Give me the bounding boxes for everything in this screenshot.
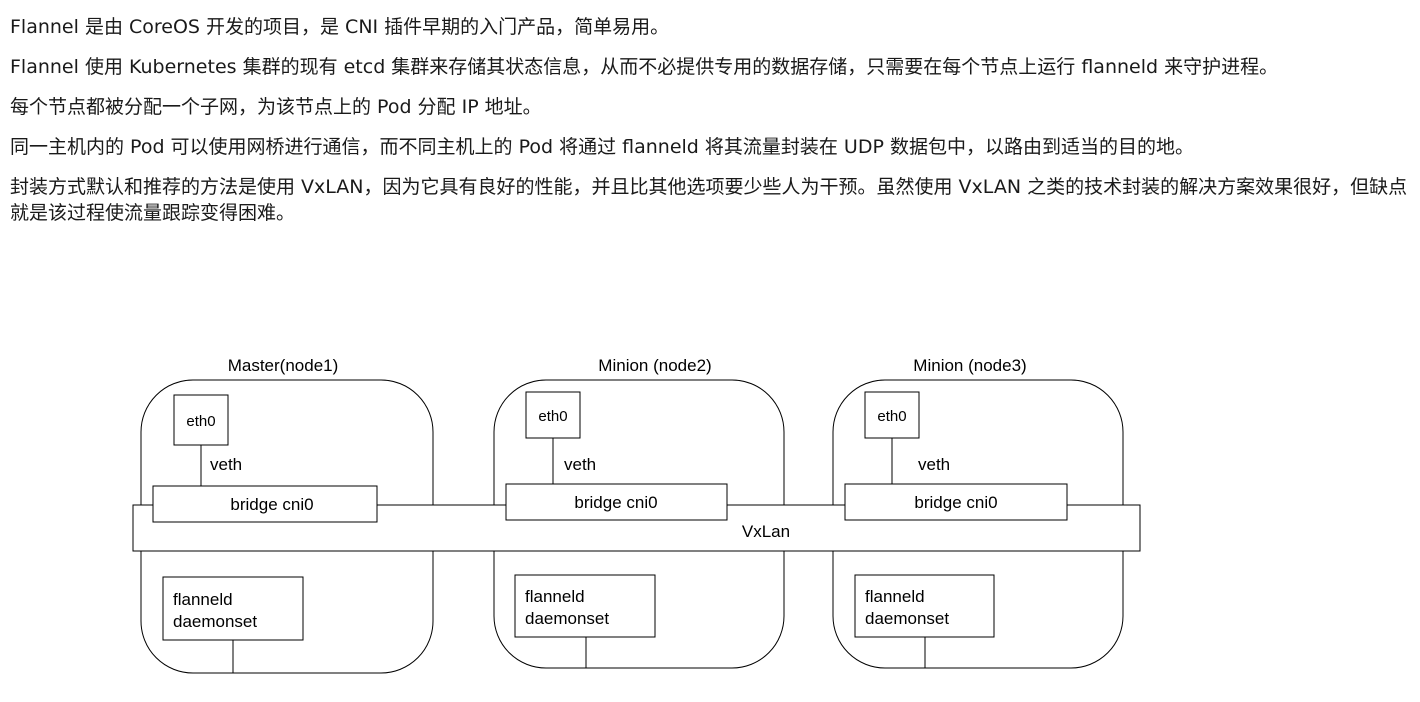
eth0-label-3: eth0 bbox=[877, 408, 906, 425]
daemon-label-3a: flanneld bbox=[865, 587, 925, 606]
daemon-box-1 bbox=[162, 576, 304, 641]
bridge-box-3 bbox=[844, 483, 1068, 521]
node-title-1: Master(node1) bbox=[228, 356, 339, 375]
article-text: Flannel 是由 CoreOS 开发的项目，是 CNI 插件早期的入门产品，… bbox=[10, 14, 1410, 240]
paragraph: Flannel 使用 Kubernetes 集群的现有 etcd 集群来存储其状… bbox=[10, 56, 1279, 78]
paragraph: Flannel 是由 CoreOS 开发的项目，是 CNI 插件早期的入门产品，… bbox=[10, 16, 670, 38]
eth0-box-3 bbox=[864, 391, 920, 439]
paragraph: 同一主机内的 Pod 可以使用网桥进行通信，而不同主机上的 Pod 将通过 fl… bbox=[10, 136, 1194, 158]
bridge-box-1 bbox=[152, 485, 378, 523]
bridge-box-2 bbox=[505, 483, 728, 521]
eth0-label-1: eth0 bbox=[186, 413, 215, 430]
bridge-label-2: bridge cni0 bbox=[574, 493, 657, 512]
node-title-2: Minion (node2) bbox=[598, 356, 711, 375]
veth-label-3: veth bbox=[918, 455, 950, 474]
paragraph: 每个节点都被分配一个子网，为该节点上的 Pod 分配 IP 地址。 bbox=[10, 96, 542, 118]
eth0-box-1 bbox=[173, 394, 229, 446]
bridge-label-1: bridge cni0 bbox=[230, 495, 313, 514]
daemon-label-2b: daemonset bbox=[525, 609, 609, 628]
paragraph: 封装方式默认和推荐的方法是使用 VxLAN，因为它具有良好的性能，并且比其他选项… bbox=[10, 176, 1408, 224]
node-title-3: Minion (node3) bbox=[913, 356, 1026, 375]
daemon-label-1a: flanneld bbox=[173, 590, 233, 609]
daemon-box-3 bbox=[854, 574, 995, 638]
vxlan-label: VxLan bbox=[742, 522, 790, 541]
daemon-label-1b: daemonset bbox=[173, 612, 257, 631]
bridge-label-3: bridge cni0 bbox=[914, 493, 997, 512]
daemon-label-3b: daemonset bbox=[865, 609, 949, 628]
daemon-label-2a: flanneld bbox=[525, 587, 585, 606]
veth-label-1: veth bbox=[210, 455, 242, 474]
eth0-label-2: eth0 bbox=[538, 408, 567, 425]
veth-label-2: veth bbox=[564, 455, 596, 474]
daemon-box-2 bbox=[514, 574, 656, 638]
